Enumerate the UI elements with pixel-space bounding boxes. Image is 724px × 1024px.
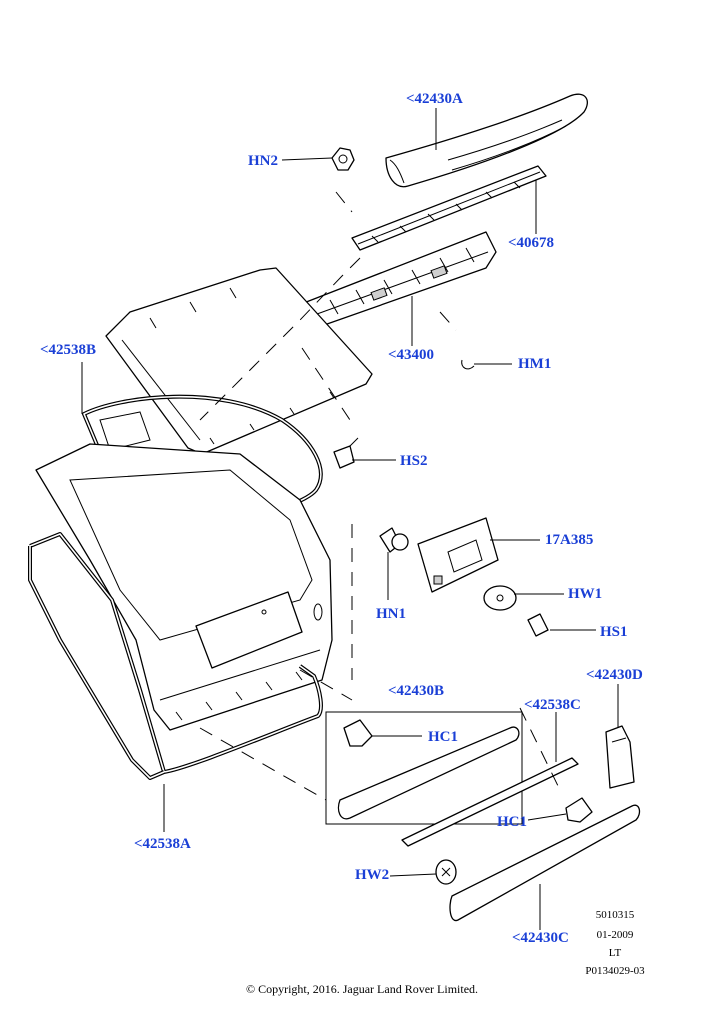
callout-42430B: <42430B [388, 683, 445, 699]
callout-42430D: <42430D [586, 667, 643, 683]
copyright-notice: © Copyright, 2016. Jaguar Land Rover Lim… [245, 982, 479, 996]
clip-HC1-lower [565, 797, 593, 823]
bracket-43400 [295, 231, 497, 331]
assembly-lines [199, 191, 561, 801]
bracket-40678 [351, 165, 547, 251]
strip-42538C [401, 757, 579, 847]
callout-42538C: <42538C [524, 697, 581, 713]
moulding-42430B [325, 711, 523, 825]
callout-HN2: HN2 [248, 153, 278, 169]
callout-HW2: HW2 [355, 867, 390, 883]
nut-HN1 [379, 527, 409, 553]
callout-HC1-upper: HC1 [428, 729, 458, 745]
clip-HM1 [461, 359, 475, 370]
diagram-date: 01-2009 [596, 929, 634, 941]
spoiler-42430A [385, 93, 588, 188]
callout-42430C: <42430C [512, 930, 569, 946]
callout-42430A: <42430A [406, 91, 463, 107]
bracket-42430D [605, 725, 635, 789]
screw-HS2 [333, 437, 359, 469]
bracket-17A385 [417, 517, 499, 593]
callout-17A385: 17A385 [545, 532, 594, 548]
callout-42538B: <42538B [40, 342, 97, 358]
callout-HC1-lower: HC1 [497, 814, 527, 830]
callout-42538A: <42538A [134, 836, 191, 852]
washer-HW2 [435, 859, 457, 885]
callout-HM1: HM1 [518, 356, 552, 372]
callout-HS2: HS2 [400, 453, 428, 469]
callout-HN1: HN1 [376, 606, 406, 622]
diagram-number: 5010315 [595, 909, 635, 921]
leader-lines [81, 108, 619, 930]
callout-43400: <43400 [388, 347, 435, 363]
callout-HW1: HW1 [568, 586, 603, 602]
callout-40678: <40678 [508, 235, 555, 251]
liftgate-body [35, 443, 333, 731]
diagram-reference: P0134029-03 [585, 965, 645, 977]
seal-42538A [28, 532, 323, 780]
washer-HW1 [483, 585, 517, 611]
diagram-code: LT [608, 947, 622, 959]
moulding-42430C [449, 804, 641, 922]
callout-HS1: HS1 [600, 624, 628, 640]
screw-HS1 [527, 613, 549, 637]
nut-HN2 [331, 147, 355, 171]
